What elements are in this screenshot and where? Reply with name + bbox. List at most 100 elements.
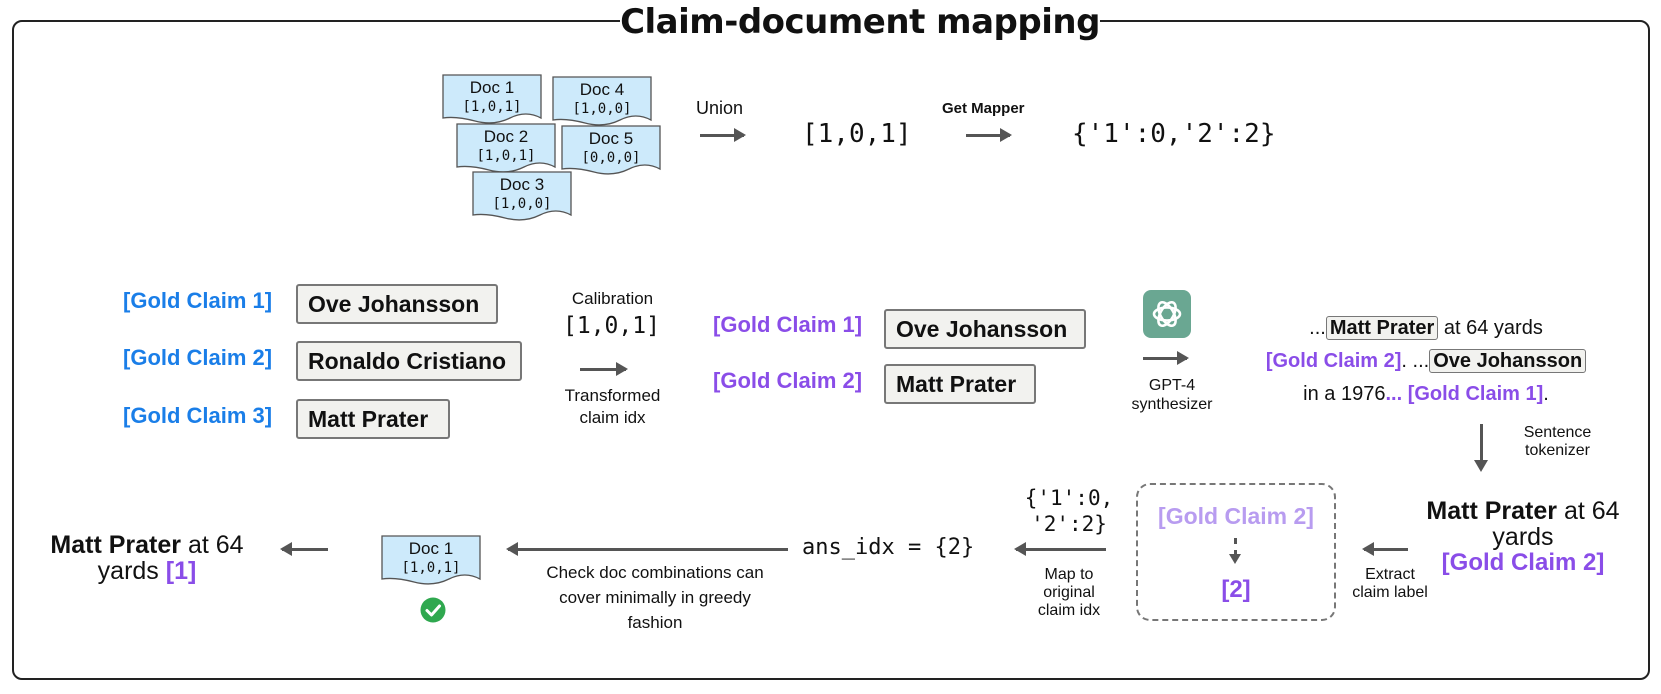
map-line1: Map to	[1044, 566, 1094, 583]
check-line2: cover minimally in greedy	[559, 588, 751, 607]
mapper-arrow-icon	[966, 128, 1012, 142]
map-caption: Map to original claim idx	[1016, 566, 1122, 620]
check-line1: Check doc combinations can	[546, 563, 764, 582]
tokenizer-arrow-icon	[1480, 424, 1483, 464]
check-arrow-icon	[506, 542, 788, 556]
dashed-arrowhead-icon	[1229, 554, 1241, 564]
synth-line-2: [Gold Claim 2]. ...Ove Johansson	[1236, 345, 1616, 378]
tokenized-sentence: Matt Prater at 64 yards [Gold Claim 2]	[1408, 498, 1638, 576]
ans-idx: ans_idx = {2}	[802, 535, 975, 560]
sentence-line1: Matt Prater at 64	[1408, 498, 1638, 524]
calibration-arrow-icon	[580, 362, 628, 376]
synthesizer-line2: synthesizer	[1131, 396, 1213, 413]
doc-vector: [1,0,0]	[572, 101, 632, 117]
sentence-line2: yards	[1492, 523, 1554, 551]
calibration-label: Calibration	[571, 289, 654, 308]
doc-name: Doc 2	[483, 127, 529, 146]
final-sentence: Matt Prater at 64 yards [1]	[42, 532, 252, 584]
synth-line-3: in a 1976... [Gold Claim 1].	[1236, 378, 1616, 411]
checkmark-icon	[420, 597, 446, 623]
synthesizer-caption: GPT-4 synthesizer	[1118, 376, 1226, 414]
synth-ellipsis-2: ...	[1385, 383, 1408, 405]
final-arrow-icon	[280, 542, 328, 556]
final-rest2: yards	[97, 557, 166, 585]
doc-vector: [1,0,0]	[492, 196, 552, 212]
claim-transformed-2-label: [Gold Claim 2]	[713, 368, 863, 393]
calibration-caption: Transformed claim idx	[540, 385, 685, 429]
doc-vector: [1,0,1]	[462, 99, 522, 115]
sentence-entity: Matt Prater	[1426, 497, 1558, 525]
extract-caption: Extract claim label	[1340, 566, 1440, 602]
synth-line-1: ...Matt Prater at 64 yards	[1236, 312, 1616, 345]
extract-arrow-icon	[1362, 542, 1408, 556]
tokenizer-line1: Sentence	[1523, 424, 1592, 441]
synth-text-1: at 64 yards	[1438, 317, 1543, 339]
doc-name: Doc 3	[499, 175, 545, 194]
claim-left-1-label: [Gold Claim 1]	[123, 288, 273, 313]
check-caption: Check doc combinations can cover minimal…	[515, 560, 795, 635]
sentence-rest1: at 64	[1557, 497, 1620, 525]
calibration-vector: [1,0,1]	[563, 313, 660, 339]
synth-entity-2: Ove Johansson	[1429, 349, 1587, 373]
synth-claim-1: [Gold Claim 2]	[1265, 350, 1402, 372]
claim-label-box: [Gold Claim 2] [2]	[1136, 483, 1336, 621]
doc-vector: [0,0,0]	[581, 150, 641, 166]
union-result: [1,0,1]	[802, 119, 912, 149]
doc-name: Doc 1	[469, 78, 515, 97]
doc-card: Doc 5 [0,0,0]	[561, 125, 661, 175]
synth-text-2: . ...	[1401, 350, 1430, 372]
doc-card: Doc 4 [1,0,0]	[552, 76, 652, 126]
final-line2: yards [1]	[42, 558, 252, 584]
gpt-arrow-icon	[1143, 351, 1189, 365]
claim-transformed-2-entity: Matt Prater	[884, 364, 1036, 404]
final-line1: Matt Prater at 64	[42, 532, 252, 558]
final-doc-vector: [1,0,1]	[401, 560, 461, 576]
claim-transformed-1-label: [Gold Claim 1]	[713, 312, 863, 337]
final-doc: Doc 1 [1,0,1]	[381, 535, 481, 585]
sentence-claim: [Gold Claim 2]	[1441, 549, 1605, 576]
map-line2: original	[1043, 584, 1095, 601]
mapper-small-line2: '2':2}	[1031, 512, 1107, 536]
synth-claim-2: [Gold Claim 1]	[1407, 383, 1544, 405]
claim-left-2-entity: Ronaldo Cristiano	[296, 341, 522, 381]
claim-left-3-label: [Gold Claim 3]	[123, 403, 273, 428]
tokenizer-arrowhead-icon	[1474, 460, 1488, 472]
dashed-arrow-icon	[1234, 538, 1237, 556]
map-arrow-icon	[1014, 542, 1106, 556]
final-doc-name: Doc 1	[408, 539, 454, 558]
doc-name: Doc 4	[579, 80, 625, 99]
gpt-logo-icon	[1143, 290, 1191, 338]
claim-left-3-entity: Matt Prater	[296, 399, 450, 439]
tokenizer-caption: Sentence tokenizer	[1505, 424, 1610, 460]
synth-text: ...Matt Prater at 64 yards [Gold Claim 2…	[1236, 312, 1616, 411]
synth-text-3: in a 1976	[1303, 383, 1386, 405]
doc-vector: [1,0,1]	[476, 148, 536, 164]
map-line3: claim idx	[1037, 602, 1101, 619]
diagram-title: Claim-document mapping	[620, 0, 1100, 44]
final-citation: [1]	[165, 557, 197, 585]
final-rest1: at 64	[181, 531, 244, 559]
final-entity: Matt Prater	[50, 531, 182, 559]
doc-card: Doc 2 [1,0,1]	[456, 123, 556, 173]
claim-transformed-1-entity: Ove Johansson	[884, 309, 1086, 349]
synthesizer-line1: GPT-4	[1148, 377, 1196, 394]
dashed-box-claim: [Gold Claim 2]	[1158, 503, 1314, 529]
synth-ellipsis-1: ...	[1309, 317, 1326, 339]
extract-line1: Extract	[1365, 566, 1415, 583]
extract-line2: claim label	[1352, 584, 1428, 601]
check-line3: fashion	[627, 613, 683, 632]
mapper-label: Get Mapper	[942, 100, 1025, 117]
doc-name: Doc 5	[588, 129, 634, 148]
claim-left-2-label: [Gold Claim 2]	[123, 345, 273, 370]
union-label: Union	[696, 98, 744, 118]
claim-left-1-entity: Ove Johansson	[296, 284, 498, 324]
dashed-box-index: [2]	[1221, 576, 1251, 603]
union-arrow-icon	[700, 128, 746, 142]
mapper-small: {'1':0, '2':2}	[1016, 485, 1122, 537]
calibration-caption-line1: Transformed	[564, 386, 661, 405]
mapper-result: {'1':0,'2':2}	[1072, 119, 1276, 149]
doc-card: Doc 3 [1,0,0]	[472, 171, 572, 221]
tokenizer-line2: tokenizer	[1525, 442, 1590, 459]
synth-entity-1: Matt Prater	[1325, 316, 1439, 340]
mapper-small-line1: {'1':0,	[1024, 486, 1114, 510]
